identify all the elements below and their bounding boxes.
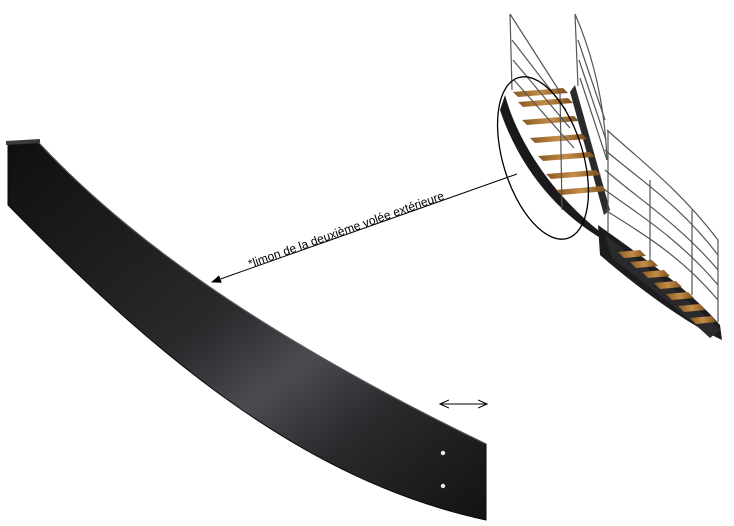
upper-flight-stringer: [500, 95, 604, 240]
stringer-top-edge: [7, 141, 487, 445]
annotation-label: *limon de la deuxième volée extérieure: [246, 188, 446, 270]
stringer-detail: [5, 139, 487, 521]
pointer-arrow: [211, 173, 518, 283]
railings: [509, 13, 719, 322]
lower-treads: [618, 250, 716, 324]
stringer-top-cap: [5, 139, 41, 145]
bolt-hole-top: [440, 450, 446, 456]
upper-flight-inner-stringer: [570, 85, 610, 215]
staircase-illustration: [496, 13, 722, 340]
highlight-ellipse: [496, 76, 590, 240]
bolt-hole-bottom: [440, 483, 446, 489]
